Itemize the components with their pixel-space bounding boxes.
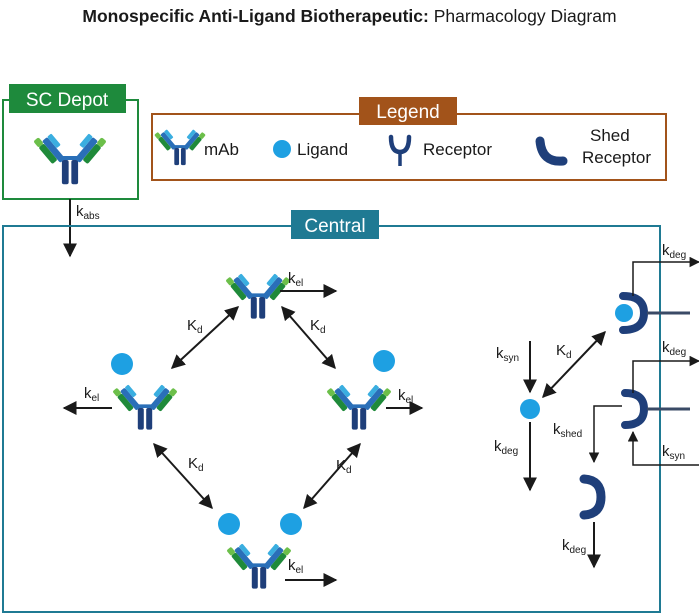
kel-label-top: kel (288, 270, 303, 289)
kd-label-bottom-left: Kd (188, 455, 204, 474)
mab-one-ligand-right-icon (326, 380, 392, 430)
kshed-label: kshed (553, 421, 582, 440)
kdeg-ligand-label: kdeg (494, 438, 518, 457)
ligand-on-right-mab (373, 350, 395, 372)
free-ligand (520, 399, 540, 419)
depot-mab-icon (33, 129, 107, 185)
legend-ligand-label: Ligand (297, 140, 348, 159)
central-label: Central (304, 216, 365, 237)
central-header (291, 210, 379, 239)
legend-label: Legend (376, 102, 439, 123)
membrane-receptor-icon (621, 389, 690, 429)
legend-shed-receptor-icon (535, 136, 568, 166)
ksyn-receptor-label: ksyn (662, 443, 685, 462)
ligand-bottom-right (280, 513, 302, 535)
depot-header (9, 84, 126, 113)
legend-receptor-icon (388, 134, 412, 166)
legend-ligand-icon (273, 140, 291, 158)
legend-shed-label-1: Shed (590, 126, 630, 145)
free-mab-icon (225, 269, 291, 319)
legend-shed-label-2: Receptor (582, 148, 651, 167)
kd-label-top-left: Kd (187, 317, 203, 336)
legend-header (359, 97, 457, 125)
diagram-title: Monospecific Anti-Ligand Biotherapeutic:… (0, 6, 699, 27)
central-box (2, 225, 661, 613)
kd-arrow-bottom-right (303, 442, 361, 510)
kel-label-bottom: kel (288, 557, 303, 576)
depot-box (2, 99, 139, 200)
kd-label-bottom-right: Kd (336, 457, 352, 476)
kdeg-shed-label: kdeg (562, 537, 586, 556)
title-bold: Monospecific Anti-Ligand Biotherapeutic: (82, 6, 429, 26)
legend-mab-icon (154, 126, 206, 166)
legend-receptor-label: Receptor (423, 140, 492, 159)
mab-two-ligands-icon (226, 539, 292, 589)
kd-arrow-bottom-left (153, 442, 213, 510)
kd-label-ligand-receptor: Kd (556, 342, 572, 361)
kdeg-receptor-arrow (632, 355, 699, 393)
kshed-arrow (588, 405, 622, 464)
title-normal: Pharmacology Diagram (433, 6, 617, 26)
kd-label-top-right: Kd (310, 317, 326, 336)
kdeg-receptor-label: kdeg (662, 339, 686, 358)
kd-arrow-top-right (281, 305, 336, 370)
depot-label: SC Depot (26, 90, 109, 111)
mab-one-ligand-left-icon (112, 380, 178, 430)
kel-label-left: kel (84, 385, 99, 404)
ligand-receptor-complex-icon (615, 292, 690, 334)
ksyn-ligand-label: ksyn (496, 345, 519, 364)
kabs-label: kabs (76, 203, 100, 222)
kd-arrow-top-left (170, 306, 240, 369)
ligand-on-left-mab (111, 353, 133, 375)
kdeg-complex-arrow (632, 256, 699, 296)
ksyn-receptor-arrow (627, 430, 699, 466)
kel-label-right: kel (398, 387, 413, 406)
kdeg-complex-label: kdeg (662, 242, 686, 261)
shed-receptor-icon (579, 474, 606, 520)
ligand-bottom-left (218, 513, 240, 535)
legend-mab-label: mAb (204, 140, 239, 159)
kd-arrow-ligand-receptor (542, 330, 606, 399)
